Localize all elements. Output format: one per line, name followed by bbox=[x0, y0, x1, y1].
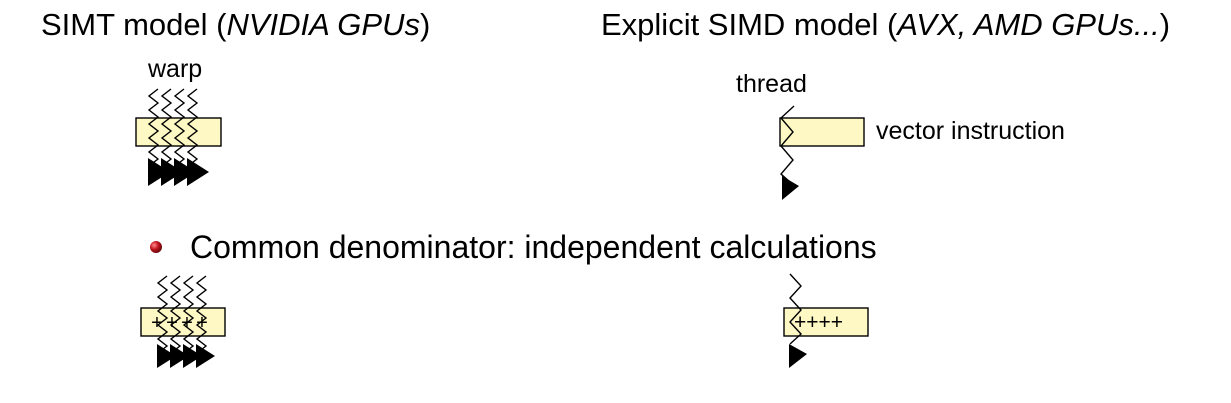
warp-ops-arrow-1-icon bbox=[157, 344, 176, 368]
simt-heading-suffix: ) bbox=[419, 7, 431, 42]
warp-thread-1 bbox=[147, 88, 160, 167]
warp-threads bbox=[147, 88, 199, 167]
vector-instruction-label: vector instruction bbox=[876, 117, 1065, 145]
warp-op-4: + bbox=[196, 312, 208, 334]
simd-thread-arrow-icon bbox=[782, 176, 799, 200]
warp-instruction-box bbox=[135, 117, 222, 147]
warp-thread-2 bbox=[160, 88, 173, 167]
warp-op-1: + bbox=[151, 312, 163, 334]
warp-op-2: + bbox=[166, 312, 178, 334]
warp-ops-thread-1 bbox=[156, 275, 169, 354]
common-denominator-text: Common denominator: independent calculat… bbox=[190, 229, 877, 265]
warp-ops-threads bbox=[156, 275, 208, 354]
warp-ops-thread-2 bbox=[169, 275, 182, 354]
warp-ops-thread-4 bbox=[195, 275, 208, 354]
warp-ops-box bbox=[140, 307, 226, 337]
vector-instruction-box bbox=[779, 117, 865, 147]
simd-heading-italic: AVX, AMD GPUs... bbox=[897, 7, 1160, 42]
simd-ops-arrow-icon bbox=[789, 344, 807, 368]
simd-thread-diagram bbox=[779, 105, 865, 200]
thread-label: thread bbox=[736, 70, 807, 98]
warp-arrow-3-icon bbox=[174, 158, 196, 186]
warp-ops-arrowheads bbox=[157, 344, 215, 368]
warp-arrowheads bbox=[148, 158, 209, 186]
simd-heading-suffix: ) bbox=[1159, 7, 1171, 42]
warp-ops-thread-3 bbox=[182, 275, 195, 354]
simt-heading-prefix: SIMT model ( bbox=[41, 7, 227, 42]
warp-arrow-2-icon bbox=[161, 158, 183, 186]
simd-heading: Explicit SIMD model (AVX, AMD GPUs...) bbox=[601, 9, 1170, 40]
simd-ops-diagram: ++++ bbox=[783, 273, 869, 368]
simt-ops-diagram: + + + + bbox=[140, 275, 226, 368]
simd-heading-prefix: Explicit SIMD model ( bbox=[601, 7, 898, 42]
warp-label: warp bbox=[148, 55, 203, 83]
bullet-icon bbox=[150, 241, 162, 253]
warp-op-3: + bbox=[181, 312, 193, 334]
simt-heading: SIMT model (NVIDIA GPUs) bbox=[41, 9, 430, 40]
warp-thread-3 bbox=[173, 88, 186, 167]
warp-ops-signs: + + + + bbox=[151, 312, 208, 334]
warp-arrow-1-icon bbox=[148, 158, 170, 186]
simt-warp-diagram bbox=[135, 88, 222, 186]
warp-ops-arrow-2-icon bbox=[170, 344, 189, 368]
warp-arrow-4-icon bbox=[187, 158, 209, 186]
simt-heading-italic: NVIDIA GPUs bbox=[226, 7, 420, 42]
warp-ops-arrow-4-icon bbox=[196, 344, 215, 368]
simd-ops-thread-line bbox=[789, 273, 802, 345]
warp-thread-4 bbox=[186, 88, 199, 167]
warp-ops-arrow-3-icon bbox=[183, 344, 202, 368]
vector-ops-signs: ++++ bbox=[794, 311, 843, 334]
simd-thread-line bbox=[780, 105, 795, 183]
